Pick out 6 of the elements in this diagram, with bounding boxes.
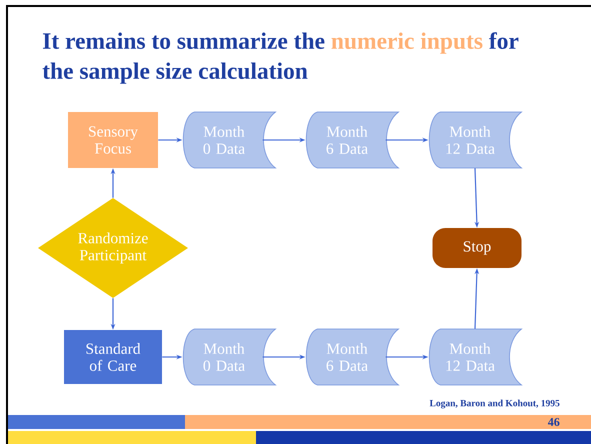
process-box: Standard of Care (64, 330, 162, 384)
page-number: 46 (548, 418, 560, 426)
slide-title: It remains to summarize the numeric inputs for the sample size calculation (42, 32, 518, 84)
terminal-box: Stop (432, 228, 522, 268)
citation: Logan, Baron and Kohout, 1995 (430, 400, 560, 408)
process-box: Sensory Focus (68, 112, 158, 168)
